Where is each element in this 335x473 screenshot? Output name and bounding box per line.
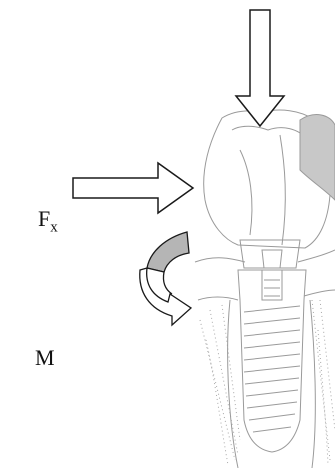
crown-inner-line-2 xyxy=(280,135,285,245)
implant-sketch xyxy=(195,110,335,468)
abutment xyxy=(240,240,300,268)
right-arrow-icon xyxy=(73,163,193,213)
gum-line-left xyxy=(195,258,245,262)
force-x-symbol: F xyxy=(38,206,50,231)
moment-label: M xyxy=(35,347,55,369)
crown-inner-line xyxy=(240,150,252,235)
implant-threads xyxy=(244,306,300,432)
implant-body xyxy=(238,270,306,452)
force-x-subscript: x xyxy=(50,219,58,235)
down-arrow-icon xyxy=(236,10,284,126)
bone-line-left xyxy=(198,297,238,300)
crown-cusp-lines xyxy=(232,126,308,140)
gum-line-right xyxy=(298,250,335,262)
force-x-label: Fx xyxy=(38,208,58,235)
inner-screw-threads xyxy=(264,280,280,296)
bone-outline-left xyxy=(228,300,238,468)
bone-outline-right xyxy=(310,300,315,468)
bone-line-right xyxy=(304,290,335,296)
abutment-screw-head xyxy=(262,250,282,268)
curved-arrow-icon xyxy=(140,232,191,325)
neighbour-tooth xyxy=(300,115,335,200)
